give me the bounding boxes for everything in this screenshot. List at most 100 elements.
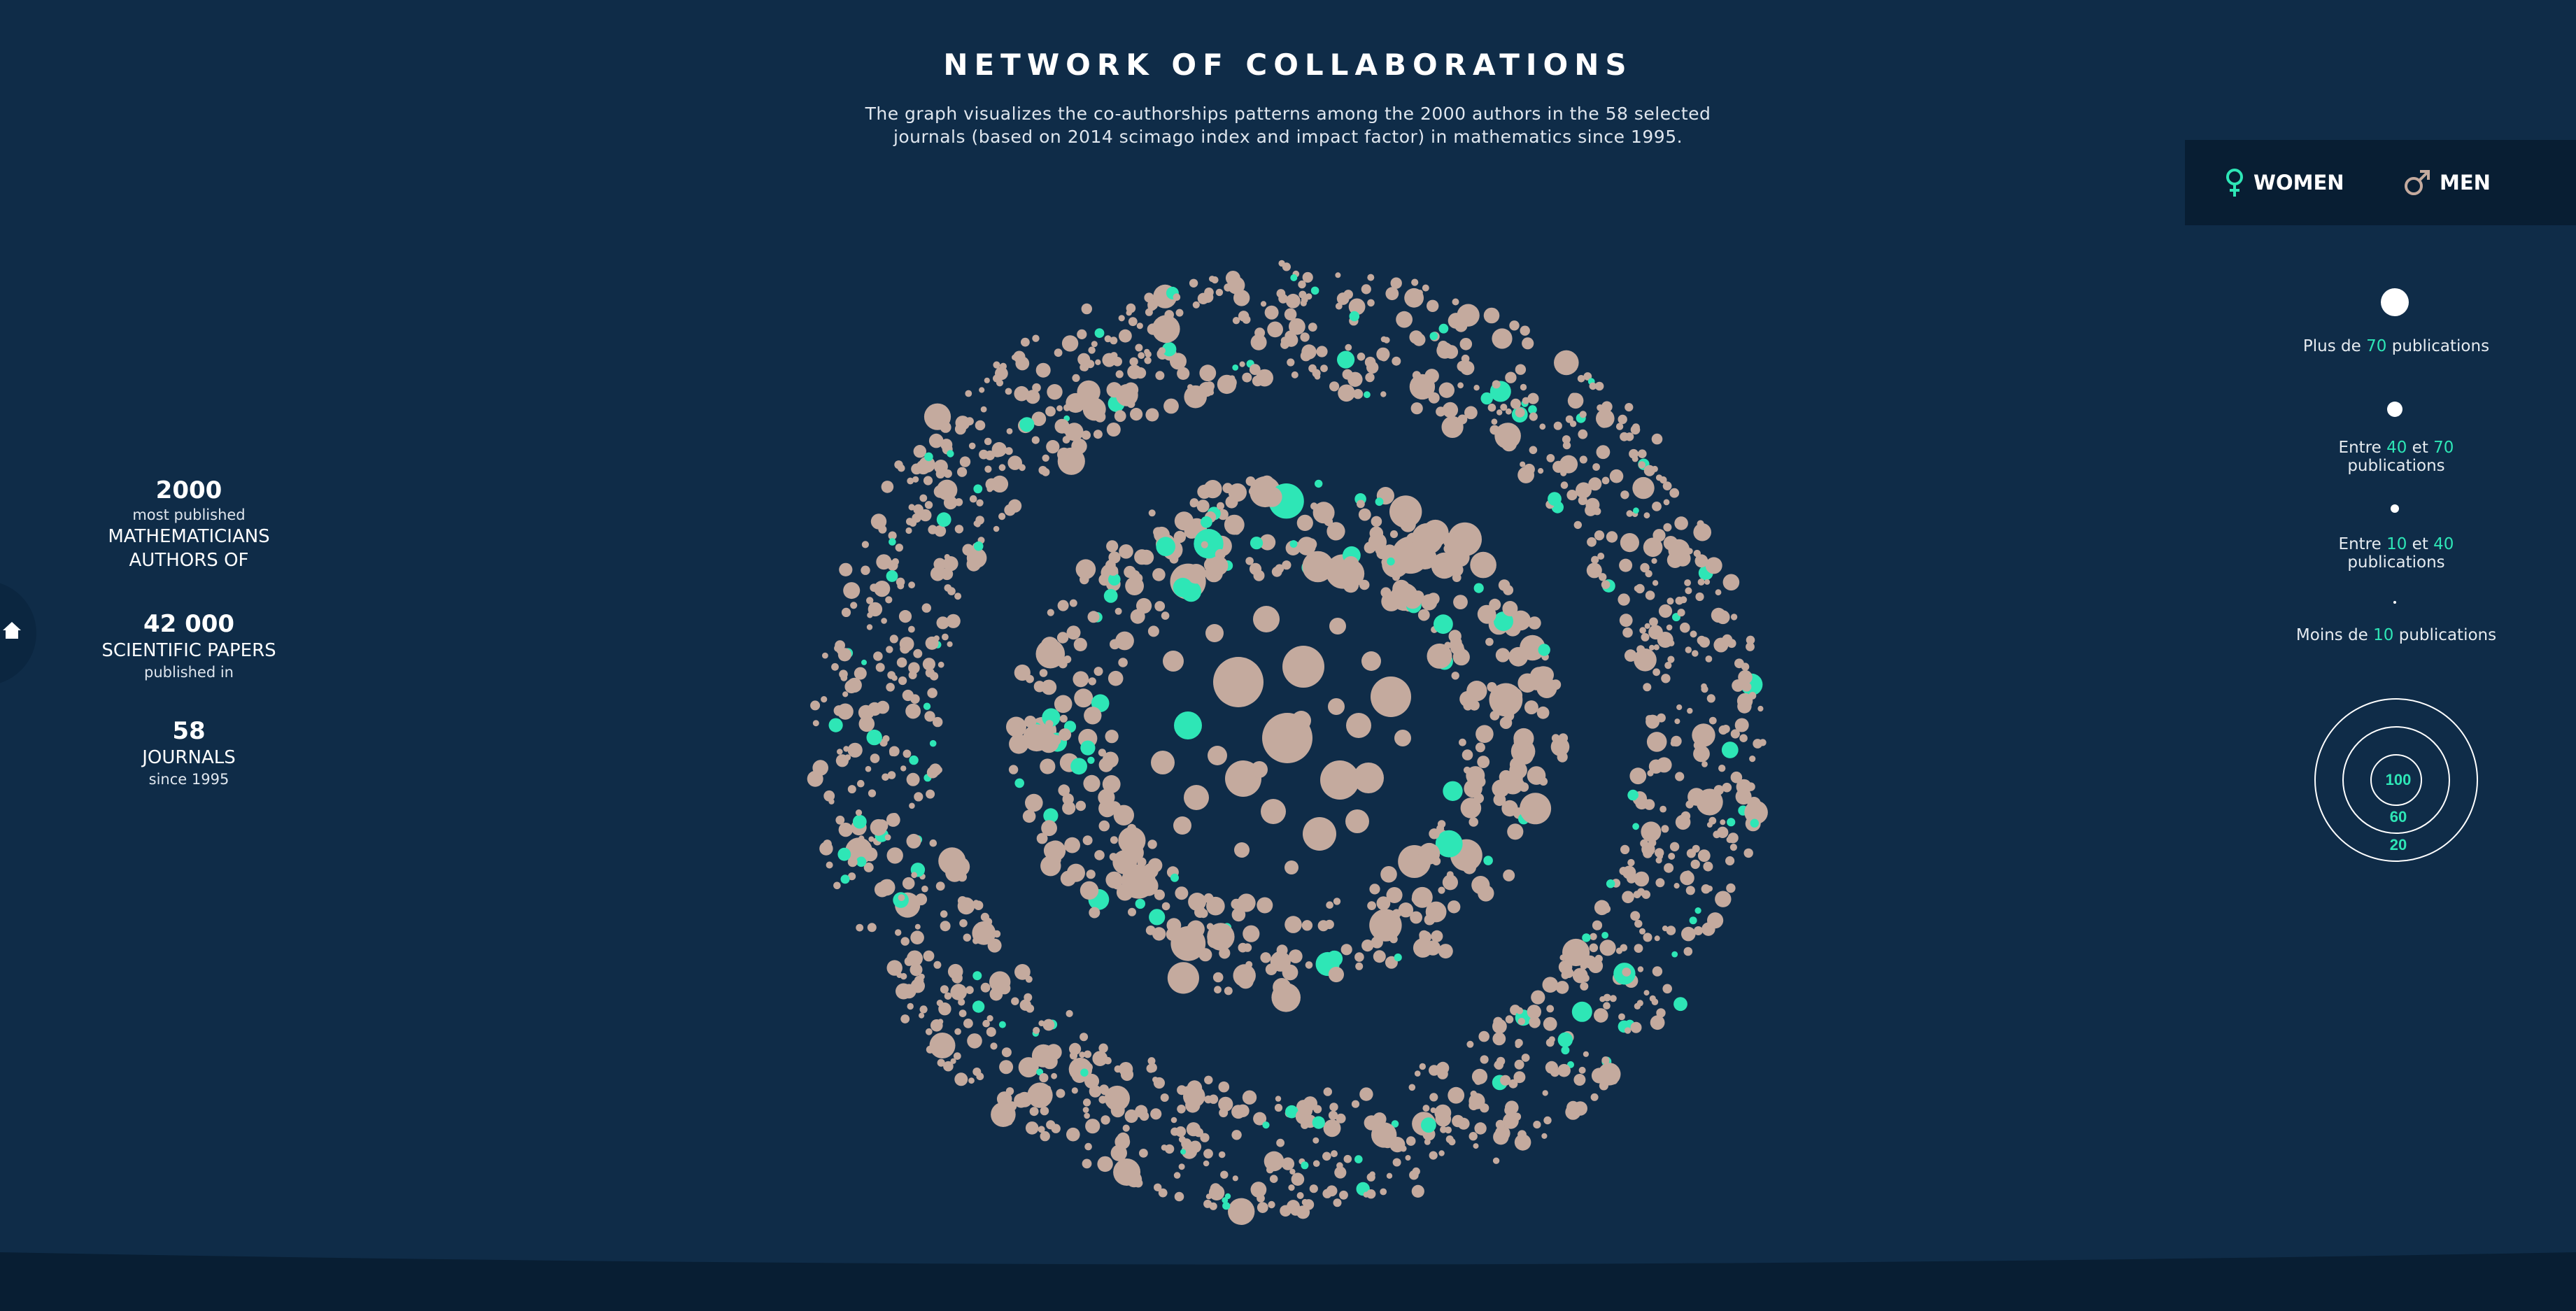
author-node-outer[interactable] — [1653, 644, 1659, 651]
author-node-outer[interactable] — [1158, 1188, 1168, 1198]
author-node-outer[interactable] — [1557, 1032, 1573, 1048]
author-node-outer[interactable] — [1281, 1157, 1295, 1170]
author-node-middle[interactable] — [1243, 925, 1260, 942]
author-node-outer[interactable] — [1057, 447, 1085, 475]
author-node-outer[interactable] — [954, 593, 962, 600]
home-button[interactable] — [0, 581, 36, 686]
author-node-outer[interactable] — [886, 570, 898, 582]
author-node-outer[interactable] — [1308, 323, 1317, 332]
author-node-middle[interactable] — [1084, 707, 1102, 725]
author-node-outer[interactable] — [958, 998, 965, 1006]
author-node-middle[interactable] — [1261, 486, 1282, 507]
author-node-middle[interactable] — [1174, 511, 1194, 531]
author-node-outer[interactable] — [1429, 1093, 1438, 1102]
author-node-outer[interactable] — [1643, 465, 1655, 476]
author-node-outer[interactable] — [1291, 1172, 1305, 1186]
author-node-outer[interactable] — [1260, 301, 1267, 307]
author-node-outer[interactable] — [1632, 476, 1655, 499]
author-node-middle[interactable] — [1130, 570, 1140, 580]
author-node-middle[interactable] — [1503, 585, 1514, 595]
author-node-outer[interactable] — [1753, 739, 1763, 749]
author-node-middle[interactable] — [1493, 793, 1506, 807]
author-node-middle[interactable] — [1149, 909, 1166, 926]
author-node-outer[interactable] — [1112, 1088, 1121, 1096]
author-node-outer[interactable] — [1569, 399, 1578, 408]
author-node-outer[interactable] — [1081, 430, 1091, 440]
author-node-outer[interactable] — [1040, 1106, 1049, 1116]
author-node-outer[interactable] — [1445, 1126, 1452, 1134]
author-node-outer[interactable] — [1328, 1110, 1338, 1120]
author-node-middle[interactable] — [1170, 873, 1179, 882]
author-node-middle[interactable] — [1205, 564, 1223, 583]
author-node-middle[interactable] — [1445, 541, 1460, 555]
author-node-outer[interactable] — [1594, 954, 1603, 963]
author-node-outer[interactable] — [822, 652, 828, 659]
author-node-outer[interactable] — [1436, 1063, 1447, 1073]
author-node-middle[interactable] — [1359, 579, 1370, 590]
author-node-outer[interactable] — [1460, 360, 1475, 376]
author-node-outer[interactable] — [1638, 449, 1647, 458]
author-node-outer[interactable] — [876, 700, 890, 714]
author-node-outer[interactable] — [1509, 320, 1520, 331]
author-node-outer[interactable] — [1644, 623, 1650, 630]
author-node-outer[interactable] — [996, 379, 1004, 387]
author-node-outer[interactable] — [1694, 554, 1708, 568]
author-node-outer[interactable] — [998, 513, 1006, 520]
author-node-outer[interactable] — [1566, 1100, 1580, 1114]
author-node-outer[interactable] — [858, 704, 874, 721]
author-node-outer[interactable] — [1652, 502, 1662, 511]
author-node-middle[interactable] — [1148, 509, 1156, 517]
author-node-outer[interactable] — [898, 676, 907, 686]
author-node-outer[interactable] — [1659, 805, 1666, 813]
author-node-middle[interactable] — [1069, 599, 1077, 607]
author-node-outer[interactable] — [1218, 1151, 1226, 1158]
author-node-middle[interactable] — [1082, 574, 1089, 582]
author-node-middle[interactable] — [1154, 889, 1165, 900]
author-node-outer[interactable] — [1086, 360, 1095, 369]
author-node-outer[interactable] — [1694, 926, 1703, 935]
author-node-outer[interactable] — [1110, 1145, 1127, 1161]
author-node-outer[interactable] — [1409, 330, 1423, 344]
author-node-outer[interactable] — [993, 525, 1000, 532]
author-node-outer[interactable] — [937, 1058, 945, 1067]
author-node-center[interactable] — [1282, 646, 1324, 688]
author-node-middle[interactable] — [1400, 516, 1416, 532]
author-node-outer[interactable] — [1013, 350, 1026, 363]
author-node-outer[interactable] — [1127, 399, 1135, 409]
author-node-outer[interactable] — [1269, 1175, 1278, 1183]
author-node-middle[interactable] — [1324, 517, 1333, 526]
author-node-outer[interactable] — [1409, 374, 1436, 400]
author-node-outer[interactable] — [1514, 1134, 1531, 1151]
author-node-outer[interactable] — [1697, 520, 1704, 527]
author-node-outer[interactable] — [1343, 1154, 1352, 1163]
author-node-middle[interactable] — [1088, 677, 1096, 686]
author-node-outer[interactable] — [1622, 865, 1636, 879]
author-node-middle[interactable] — [1459, 738, 1466, 746]
author-node-middle[interactable] — [1285, 916, 1302, 933]
author-node-outer[interactable] — [1630, 911, 1641, 921]
author-node-middle[interactable] — [1022, 809, 1036, 823]
author-node-outer[interactable] — [1589, 943, 1599, 953]
author-node-outer[interactable] — [1275, 1096, 1282, 1102]
author-node-outer[interactable] — [973, 484, 983, 494]
author-node-outer[interactable] — [1588, 477, 1602, 491]
author-node-outer[interactable] — [1706, 694, 1715, 703]
author-node-middle[interactable] — [1485, 637, 1494, 646]
author-node-outer[interactable] — [1597, 404, 1604, 411]
author-node-outer[interactable] — [1192, 301, 1200, 309]
author-node-outer[interactable] — [1596, 445, 1611, 460]
author-node-middle[interactable] — [1186, 564, 1206, 584]
author-node-outer[interactable] — [1094, 328, 1105, 338]
author-node-outer[interactable] — [959, 456, 971, 467]
author-node-outer[interactable] — [1312, 1116, 1325, 1129]
author-node-outer[interactable] — [875, 662, 885, 672]
author-node-middle[interactable] — [1094, 667, 1103, 676]
author-node-middle[interactable] — [1539, 777, 1548, 786]
author-node-outer[interactable] — [1110, 336, 1118, 345]
men-toggle[interactable]: MEN — [2403, 140, 2491, 225]
author-node-outer[interactable] — [1405, 1155, 1411, 1161]
author-node-outer[interactable] — [886, 683, 895, 692]
author-node-outer[interactable] — [1693, 523, 1711, 541]
author-node-center[interactable] — [1353, 763, 1384, 793]
author-node-middle[interactable] — [1454, 644, 1465, 656]
